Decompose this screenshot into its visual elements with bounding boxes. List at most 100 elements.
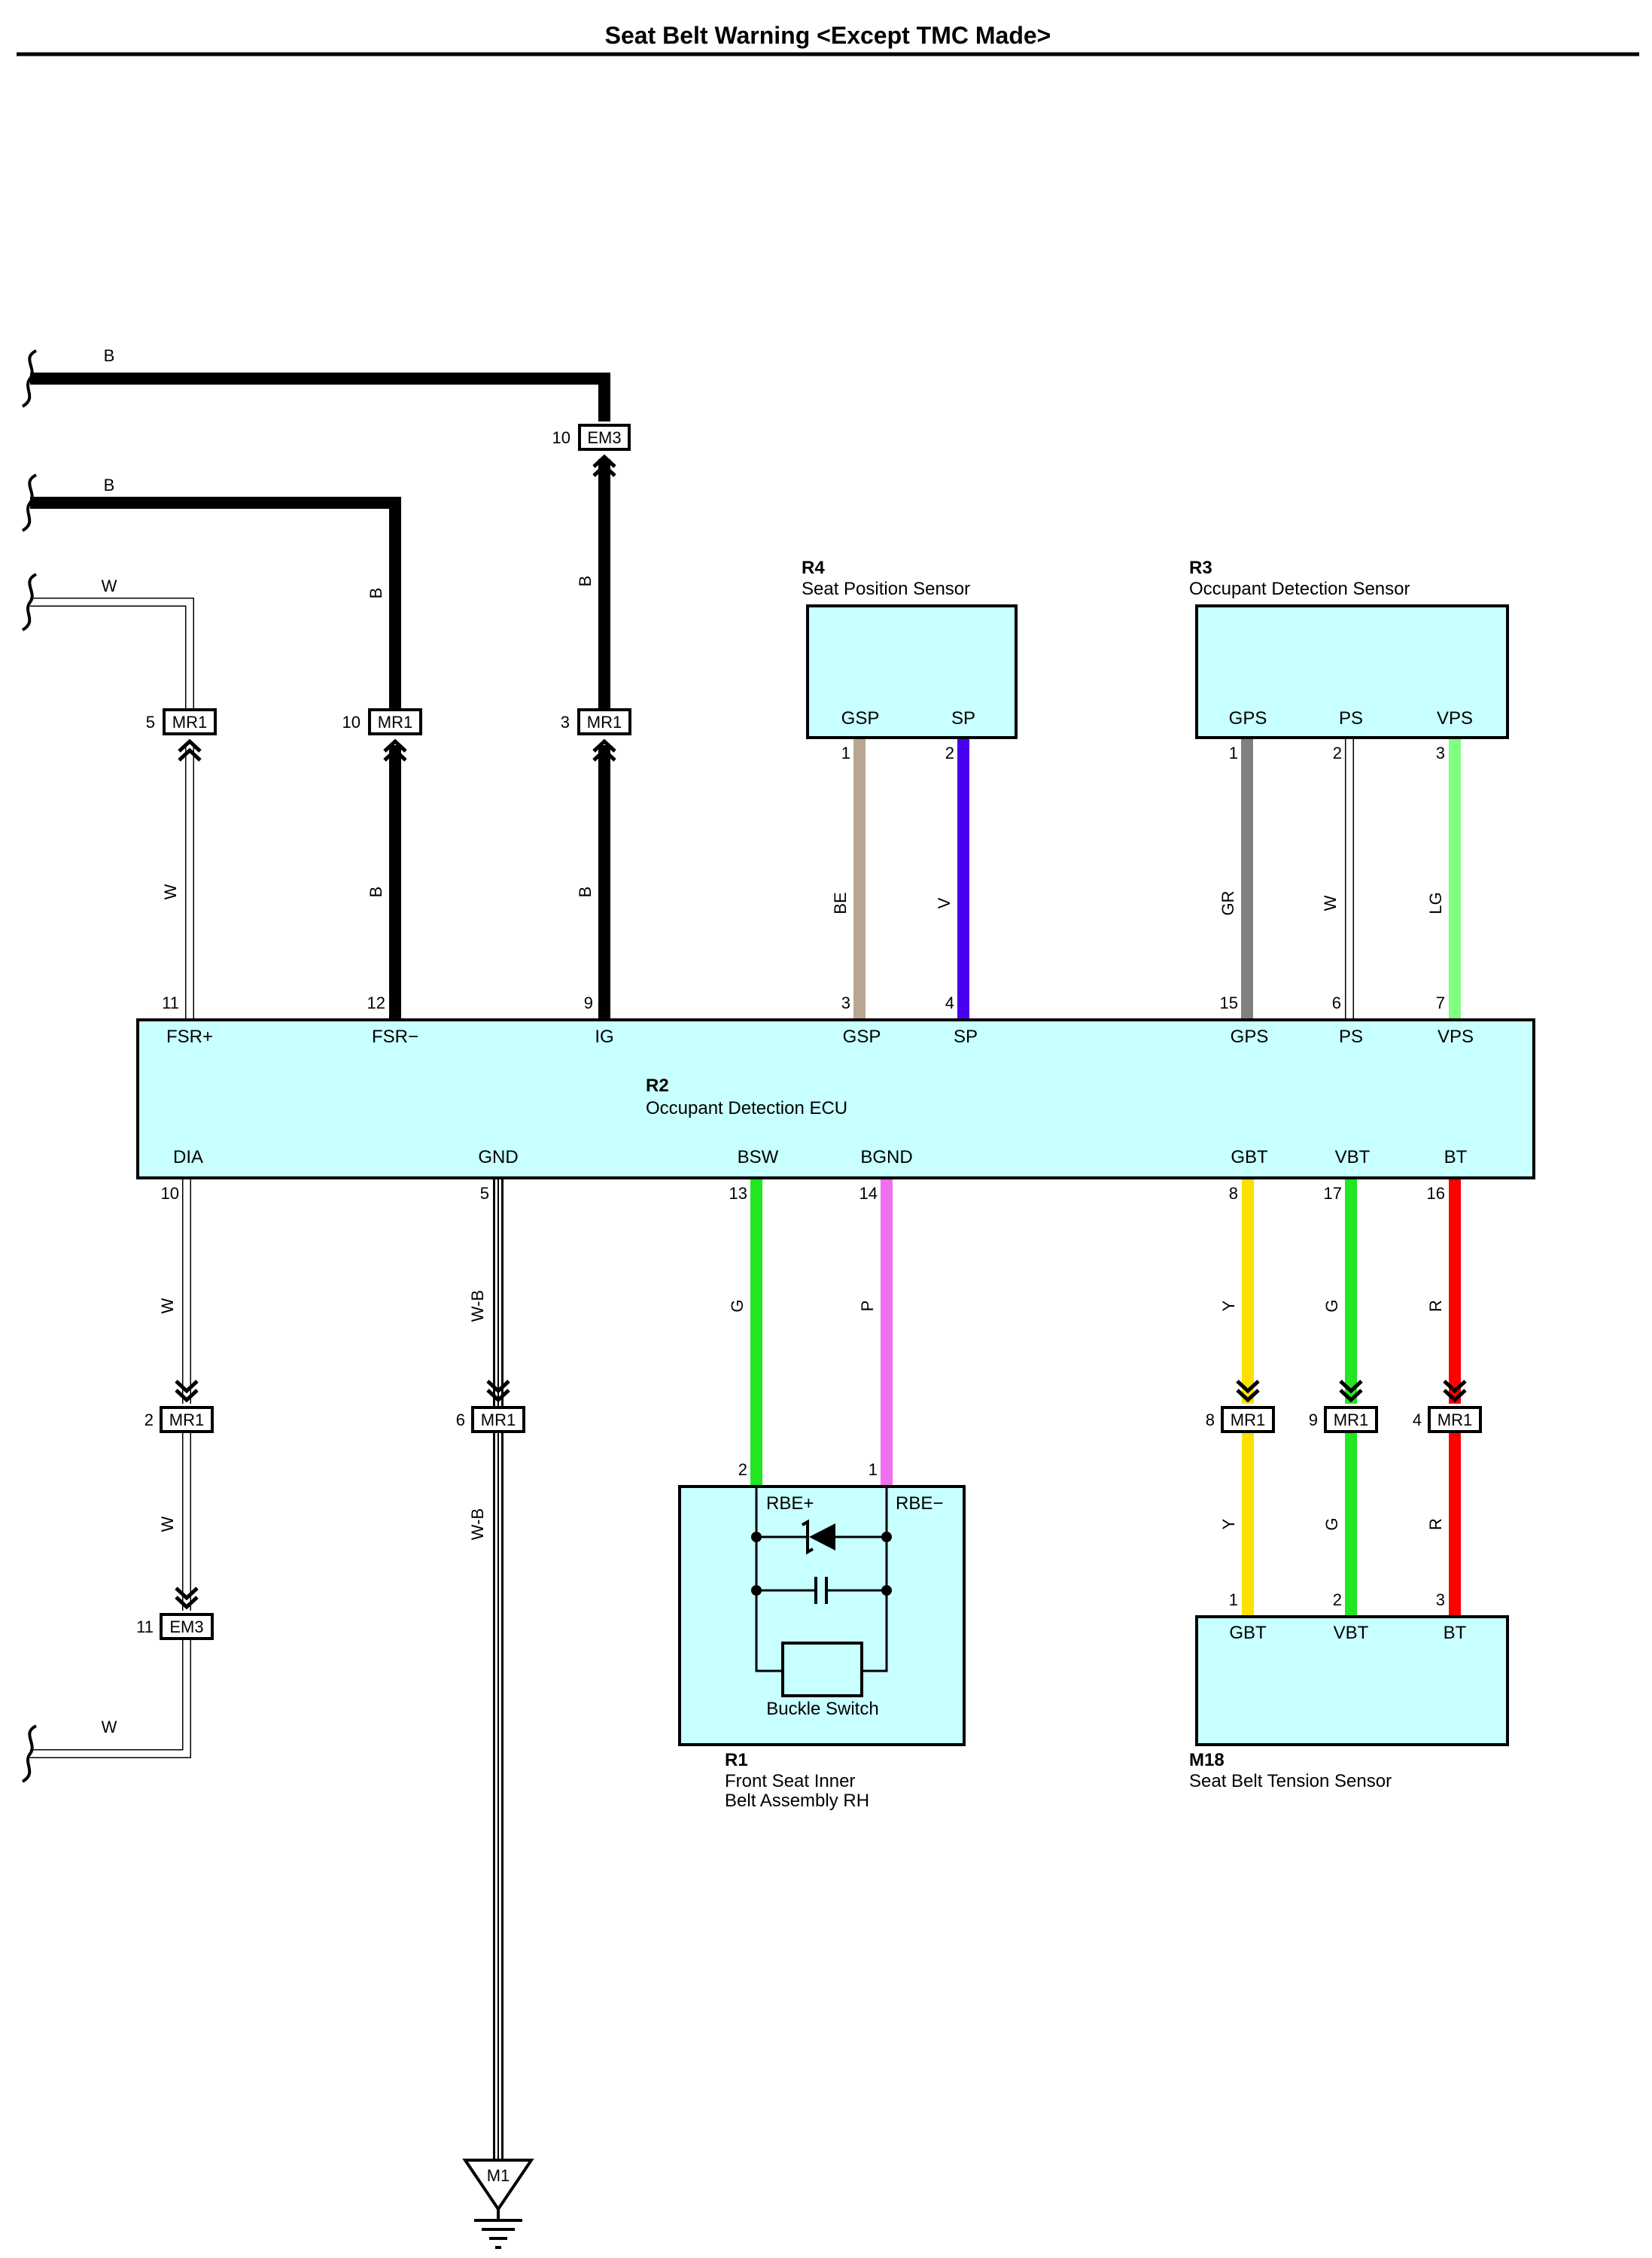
r3-num-1: 1 [1229,744,1238,762]
r2-pin-gbt: GBT [1231,1147,1268,1167]
zener-diode-icon [802,1519,835,1555]
connector-mr1-6: MR1 6 [456,1380,525,1433]
m18-box [1195,1615,1509,1746]
m18-pin-vbt: VBT [1334,1623,1369,1643]
connector-arrow-icon [592,738,616,762]
connector-pin: 3 [561,713,570,732]
connector-pin: 10 [552,428,570,447]
r3-id: R3 [1189,558,1212,578]
r4-pin-sp: SP [951,708,975,729]
r3-num-3: 3 [1436,744,1445,762]
wire-w-top [30,598,193,721]
connector-em3-11: EM3 11 [136,1587,214,1640]
r1-box [678,1485,966,1746]
r4-name: Seat Position Sensor [802,579,970,599]
r2-pin-gps: GPS [1231,1027,1269,1047]
diagram-title: Seat Belt Warning <Except TMC Made> [605,22,1051,49]
switch-icon [781,1642,863,1697]
wire-label-vps: LG [1426,892,1445,914]
junction-dots [751,1532,892,1596]
r2-pin-gnd: GND [478,1147,518,1167]
wire-label-gbt-b: Y [1219,1518,1238,1529]
connector-box [368,708,422,735]
wire-label-bottom-w: W [102,1718,117,1736]
r2-num-10: 10 [161,1184,179,1203]
r2-pin-dia: DIA [173,1147,203,1167]
wire-b-em3-in [30,373,610,421]
r1-name-line2: Belt Assembly RH [725,1791,869,1811]
r2-num-16: 16 [1427,1184,1445,1203]
connector-arrow-icon [1339,1380,1363,1403]
r2-pin-sp: SP [954,1027,978,1047]
connector-mr1-4: MR1 4 [1413,1380,1482,1433]
wire-label-bt-a: R [1426,1300,1445,1312]
wire-label-top-b1: B [104,346,115,365]
connector-id: EM3 [169,1617,203,1636]
r2-box [136,1018,1535,1179]
connector-pin: 8 [1206,1410,1215,1429]
r3-pin-vps: VPS [1437,708,1473,729]
connector-box [577,708,631,735]
component-r2-ecu: R2 Occupant Detection ECU FSR+ FSR− IG G… [136,994,1535,1203]
wire-label-fsr-minus-b: B [367,887,385,898]
r2-pin-vbt: VBT [1335,1147,1371,1167]
m18-pin-gbt: GBT [1229,1623,1267,1643]
connector-mr1-8: MR1 8 [1206,1380,1275,1433]
connector-box [160,1613,214,1640]
r1-id: R1 [725,1750,748,1770]
connector-box [1221,1406,1275,1433]
component-r4-seat-position-sensor: R4 Seat Position Sensor GSP SP 1 2 [802,558,1018,762]
connector-em3-10: EM3 10 [552,424,631,477]
r3-box [1195,604,1509,739]
r2-pin-ps: PS [1339,1027,1363,1047]
wire-b-mr1-10-in [30,497,401,721]
wire-label-bgnd: P [858,1301,877,1312]
connector-pin: 11 [136,1617,154,1636]
connector-id: MR1 [169,1410,204,1429]
connector-id: MR1 [1334,1410,1368,1429]
wire-label-bsw: G [728,1299,747,1312]
connector-id: MR1 [172,713,207,732]
wire-w-top-outline [30,598,194,721]
r1-buckle-switch-label: Buckle Switch [766,1699,878,1719]
r2-num-13: 13 [729,1184,747,1203]
connector-mr1-5: MR1 5 [146,708,217,762]
connector-pin: 9 [1309,1410,1318,1429]
r3-name: Occupant Detection Sensor [1189,579,1410,599]
r4-num-1: 1 [841,744,850,762]
connector-pin: 6 [456,1410,465,1429]
connector-pin: 10 [342,713,361,732]
wire-label-ig-b: B [576,887,595,898]
connector-box [578,424,631,451]
r1-pin-rbe-plus: RBE+ [766,1493,814,1514]
wire-break-icon [21,349,38,1783]
connector-arrow-icon [592,454,616,477]
connector-arrow-icon [175,1380,199,1403]
m18-num-2: 2 [1333,1590,1342,1609]
wire-label-gps: GR [1218,891,1237,916]
connector-box [1428,1406,1482,1433]
m18-num-1: 1 [1229,1590,1238,1609]
connector-box [163,708,217,735]
wire-label-gnd-b: W-B [468,1508,487,1540]
r2-pin-bt: BT [1444,1147,1468,1167]
connector-id: MR1 [1231,1410,1265,1429]
r1-name-line1: Front Seat Inner [725,1771,855,1791]
ground-id: M1 [487,2166,510,2185]
connector-arrow-icon [1443,1380,1467,1403]
r2-pin-gsp: GSP [843,1027,881,1047]
r2-pin-ig: IG [595,1027,613,1047]
wire-label-bt-b: R [1426,1518,1445,1530]
wire-label-top-b2: B [104,476,115,495]
r2-num-8: 8 [1229,1184,1238,1203]
connector-arrow-icon [178,738,202,762]
connector-id: MR1 [1438,1410,1472,1429]
connector-arrow-icon [383,738,407,762]
r3-num-2: 2 [1333,744,1342,762]
r4-pin-gsp: GSP [841,708,880,729]
r2-pin-vps: VPS [1438,1027,1474,1047]
connector-arrow-icon [486,1380,510,1403]
wire-label-sp: V [935,897,954,908]
connector-box [1324,1406,1378,1433]
